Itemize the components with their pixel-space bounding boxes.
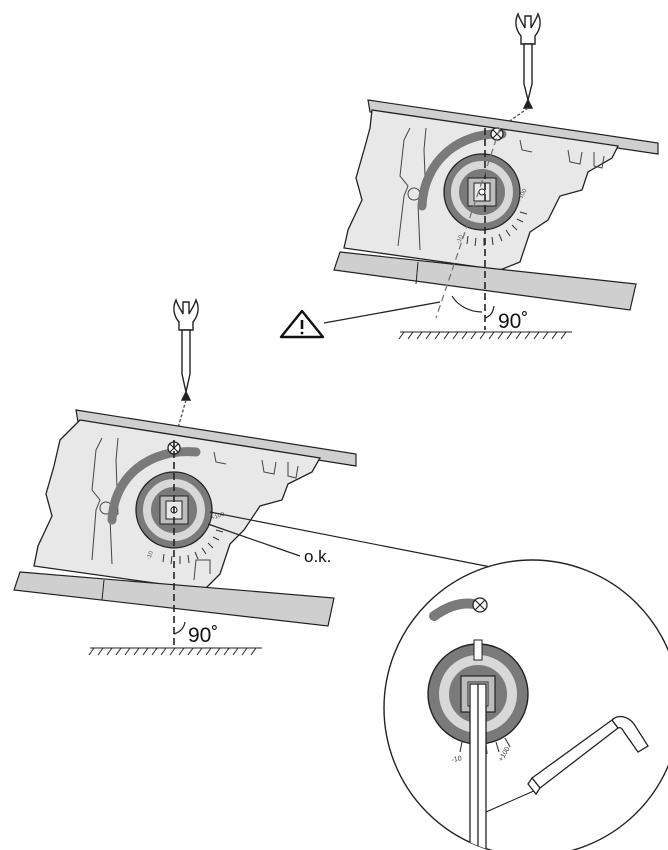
top-dial (443, 153, 521, 231)
detail-scale-minus: -10 (451, 755, 462, 764)
bottom-arc-slot (107, 447, 201, 525)
screwdriver-icon (499, 12, 541, 129)
detail-scale (459, 737, 511, 755)
warning-pointer (323, 301, 441, 324)
warning-icon (279, 309, 325, 339)
screwdriver-icon (173, 298, 199, 443)
top-assembly: +100 -10 90˚ (279, 12, 659, 340)
top-scale (466, 211, 528, 247)
bottom-assembly: +100 -10 90˚ o.k. (13, 298, 497, 656)
bottom-angle-label: 90˚ (188, 624, 218, 647)
top-tilted-line (435, 127, 501, 319)
ok-pointer (207, 523, 301, 557)
detail-screw (472, 597, 488, 613)
top-screw (490, 127, 504, 141)
bottom-scale-minus: -10 (146, 550, 155, 561)
bottom-scale-plus: +100 (211, 511, 226, 521)
hex-key-bent (527, 715, 649, 796)
bottom-scale (162, 529, 224, 565)
detail-pointer (209, 511, 497, 569)
top-rail-front (333, 251, 637, 311)
top-arc-slot (417, 129, 507, 211)
detail-view: -10 +100 (383, 559, 668, 850)
bottom-ground (88, 647, 262, 656)
top-angle-label: 90˚ (498, 310, 528, 333)
top-ground (398, 331, 572, 340)
detail-arc-slot (429, 598, 479, 621)
ok-label: o.k. (304, 547, 331, 566)
hex-key-icon (469, 683, 487, 850)
top-rail-back (367, 99, 659, 155)
top-scale-minus: -10 (456, 234, 465, 245)
